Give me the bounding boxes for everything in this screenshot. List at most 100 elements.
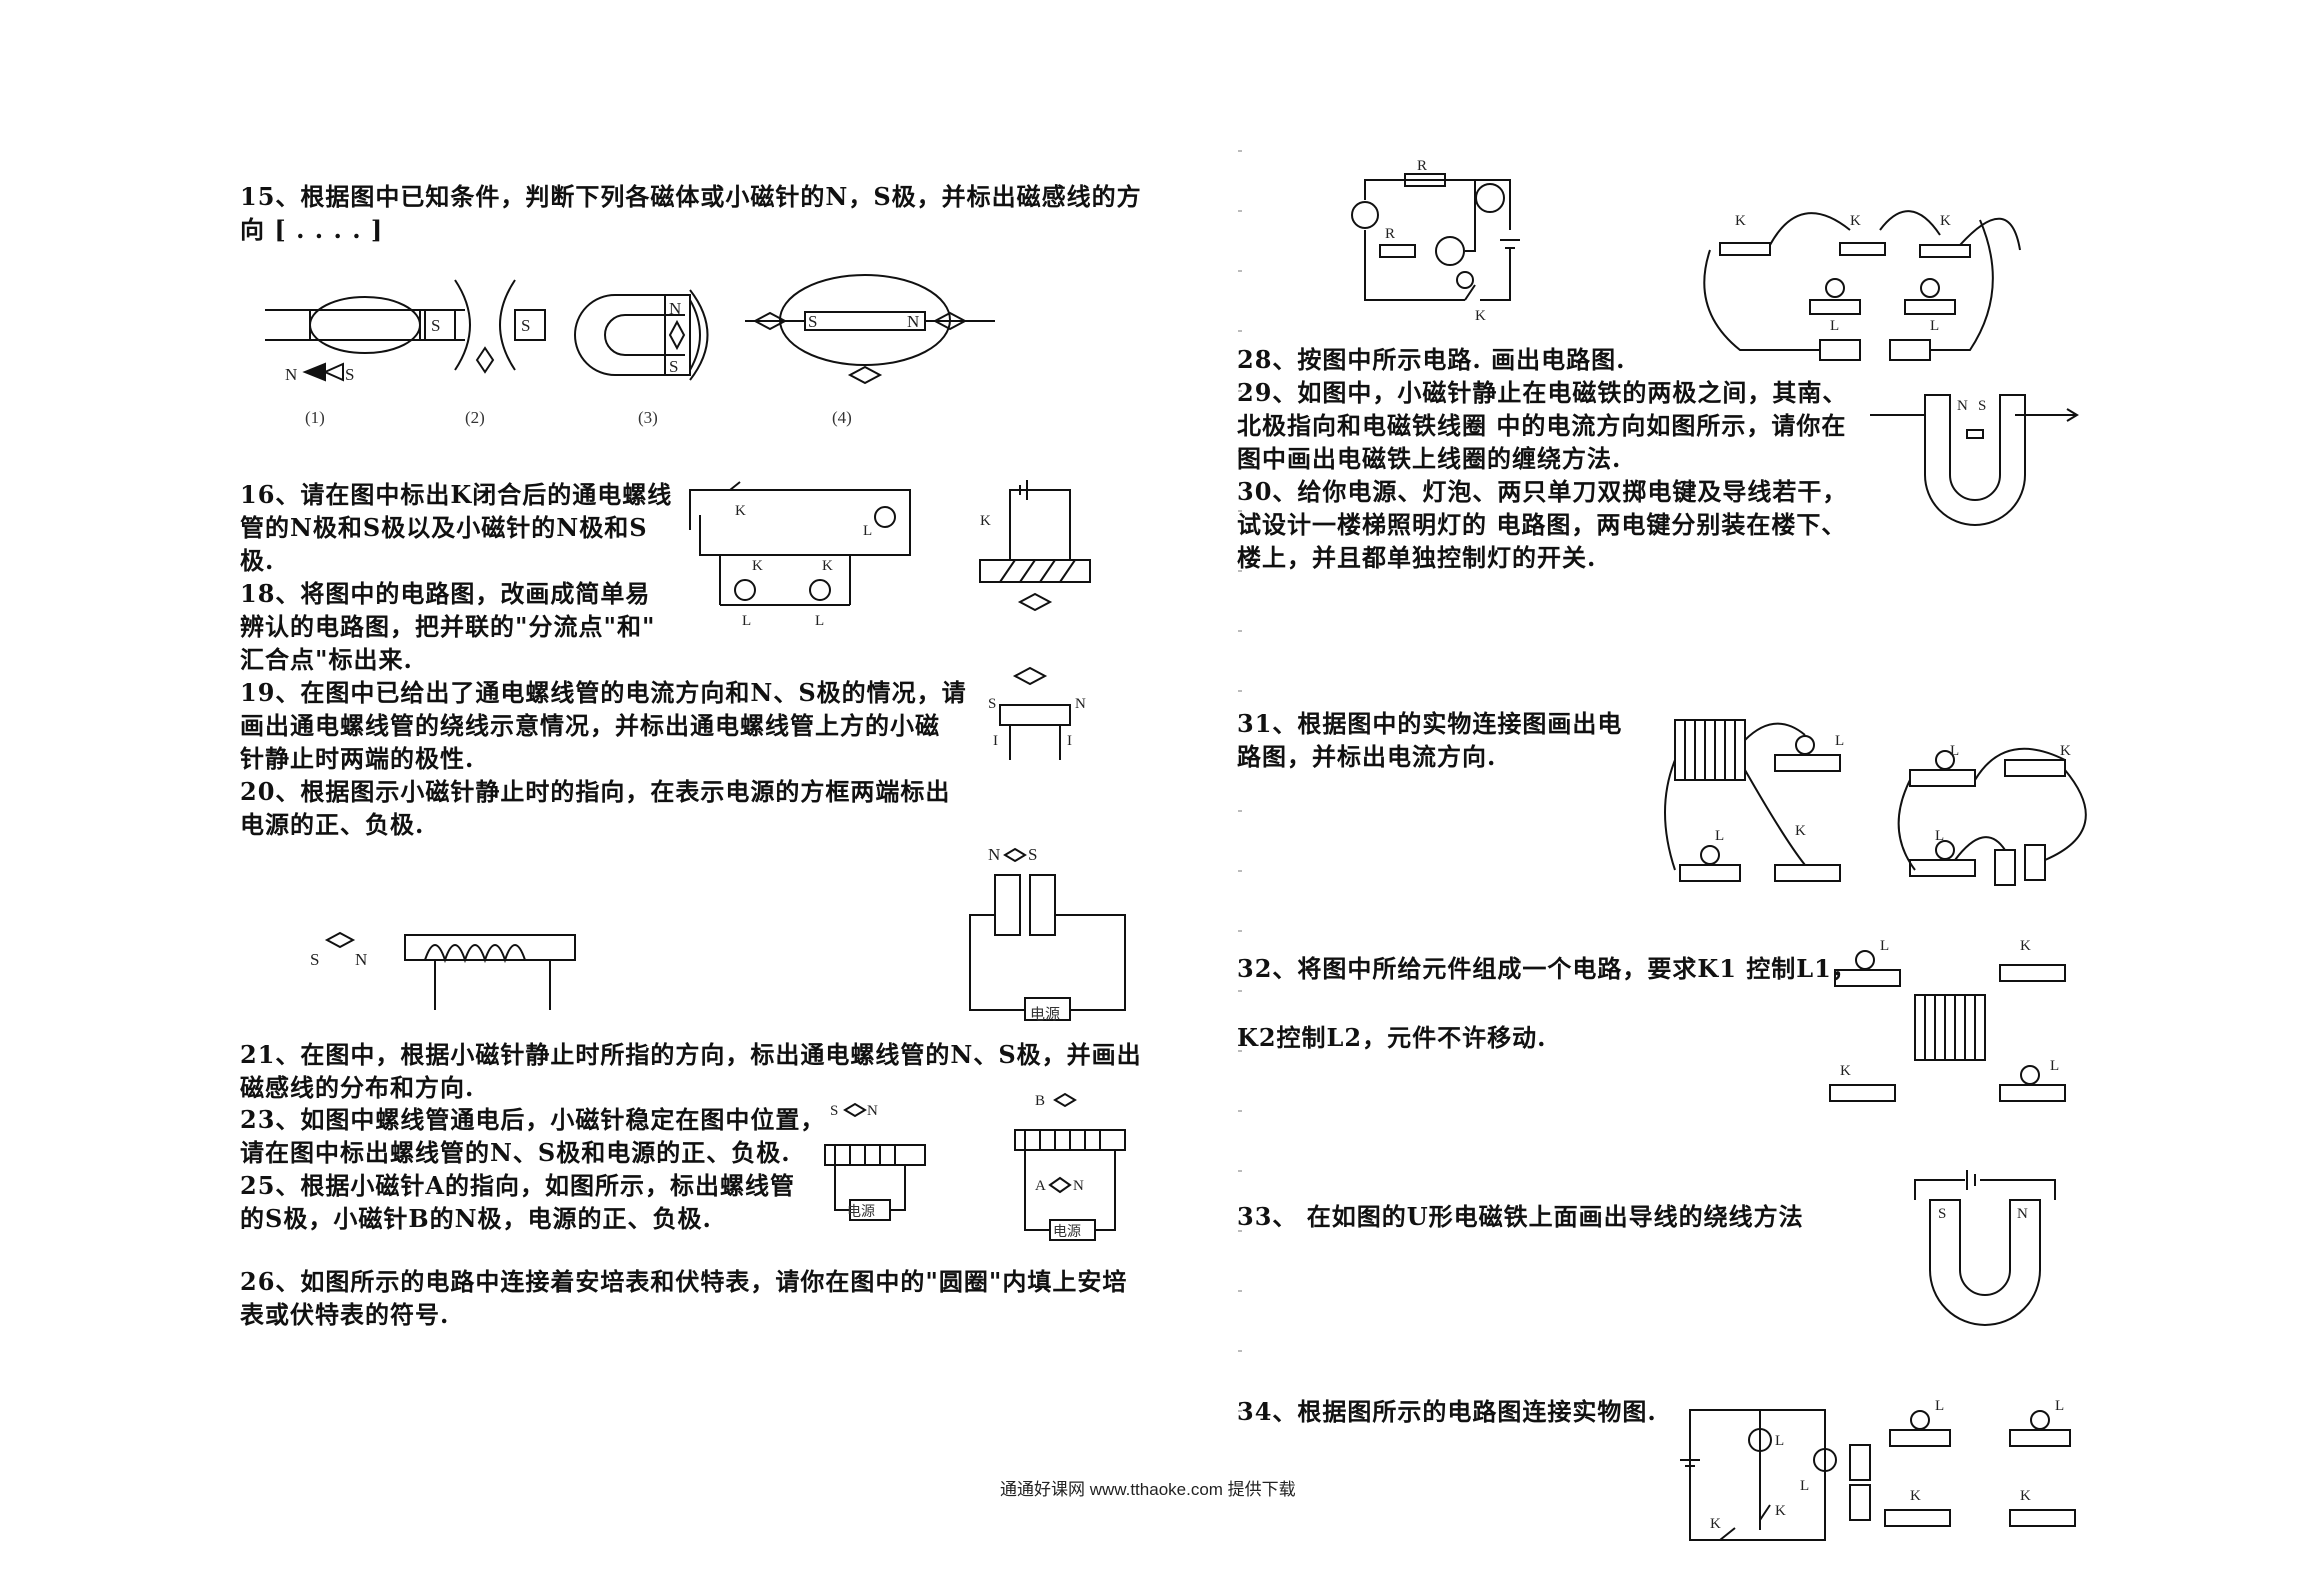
svg-text:S: S — [669, 357, 678, 376]
question-32-cont: K2控制L2，元件不许移动. — [1237, 1023, 1547, 1052]
caption-fig2: (2) — [465, 408, 485, 427]
svg-text:S: S — [521, 316, 530, 335]
figure-3-horseshoe-magnet: N S — [574, 289, 709, 381]
power-label-q25: 电源 — [1053, 1225, 1081, 1240]
column-divider — [1238, 150, 1242, 1450]
svg-text:N: N — [285, 365, 297, 384]
svg-text:L: L — [1880, 938, 1889, 954]
svg-text:L: L — [1930, 318, 1939, 334]
svg-text:S: S — [830, 1103, 838, 1119]
question-30: 30、给你电源、灯泡、两只单刀双掷电键及导线若干， 试设计一楼梯照明灯的 电路图… — [1237, 477, 1848, 572]
solenoid-q23: S N — [824, 1102, 926, 1221]
svg-text:N: N — [1073, 1178, 1084, 1194]
svg-text:L: L — [1835, 733, 1844, 749]
question-28: 28、按图中所示电路. 画出电路图. — [1237, 345, 1626, 374]
svg-text:K: K — [1850, 213, 1861, 229]
svg-text:A: A — [1035, 1178, 1046, 1194]
power-label-q20: 电源 — [1030, 1007, 1061, 1023]
question-18: 18、将图中的电路图，改画成简单易 辨认的电路图，把并联的"分流点"和" 汇合点… — [240, 579, 656, 674]
electromagnet-q20: N S — [969, 845, 1126, 1021]
svg-text:K: K — [735, 503, 746, 519]
svg-text:N: N — [2017, 1206, 2028, 1222]
components-q32: L K K L — [1829, 938, 2066, 1102]
figure-4-bar-magnet: S N — [745, 274, 995, 385]
power-label-q23: 电源 — [847, 1205, 875, 1220]
svg-text:L: L — [1800, 1478, 1809, 1494]
caption-fig1: (1) — [305, 408, 325, 427]
svg-text:S: S — [1028, 845, 1037, 864]
question-19: 19、在图中已给出了通电螺线管的电流方向和N、S极的情况，请 画出通电螺线管的绕… — [240, 678, 967, 773]
svg-text:N: N — [988, 845, 1000, 864]
question-15: 15、根据图中已知条件，判断下列各磁体或小磁针的N，S极，并标出磁感线的方 向 … — [240, 182, 1142, 244]
caption-fig4: (4) — [832, 408, 852, 427]
svg-text:L: L — [863, 523, 872, 539]
circuit-q28-physical: K K K L L — [1703, 210, 2021, 361]
svg-text:S: S — [431, 316, 440, 335]
svg-text:S: S — [988, 696, 996, 712]
caption-fig3: (3) — [638, 408, 658, 427]
svg-text:S: S — [1938, 1206, 1946, 1222]
footer: 通通好课网 www.tthaoke.com 提供下载 — [1000, 1480, 1296, 1499]
svg-text:S: S — [345, 365, 354, 384]
svg-text:K: K — [752, 558, 763, 574]
question-31: 31、根据图中的实物连接图画出电 路图，并标出电流方向. — [1237, 709, 1623, 771]
svg-text:K: K — [2020, 1488, 2031, 1504]
svg-text:K: K — [1475, 308, 1486, 324]
svg-text:L: L — [1775, 1433, 1784, 1449]
figure-2-facing-magnets: S S — [424, 279, 546, 374]
svg-text:K: K — [1840, 1063, 1851, 1079]
question-23: 23、如图中螺线管通电后，小磁针稳定在图中位置， 请在图中标出螺线管的N、S极和… — [240, 1105, 826, 1167]
svg-text:I: I — [993, 733, 998, 749]
svg-text:L: L — [1935, 1398, 1944, 1414]
physical-circuit-q31: L L K L K L — [1664, 719, 2087, 886]
svg-text:K: K — [980, 513, 991, 529]
svg-text:K: K — [1910, 1488, 1921, 1504]
circuit-q28-schematic: R R K — [1351, 158, 1520, 324]
svg-text:L: L — [1715, 828, 1724, 844]
svg-text:S: S — [808, 312, 817, 331]
svg-text:L: L — [742, 613, 751, 629]
svg-text:N: N — [669, 299, 681, 318]
svg-text:R: R — [1417, 158, 1427, 174]
question-34: 34、根据图所示的电路图连接实物图. — [1237, 1397, 1657, 1426]
svg-text:K: K — [1735, 213, 1746, 229]
svg-text:I: I — [1067, 733, 1072, 749]
magnet-figures-q15: N S S S N S S N — [265, 274, 995, 385]
svg-text:L: L — [815, 613, 824, 629]
question-33: 33、 在如图的U形电磁铁上面画出导线的绕线方法 — [1237, 1202, 1804, 1231]
svg-text:K: K — [2020, 938, 2031, 954]
figure-1-two-magnets: N S — [265, 296, 465, 384]
question-26: 26、如图所示的电路中连接着安培表和伏特表，请你在图中的"圆圈"内填上安培 表或… — [240, 1267, 1128, 1329]
question-32: 32、将图中所给元件组成一个电路，要求K1 控制L1， — [1237, 954, 1857, 983]
question-16: 16、请在图中标出K闭合后的通电螺线 管的N极和S极以及小磁针的N极和S 极. — [240, 480, 673, 575]
svg-text:N: N — [1075, 696, 1086, 712]
svg-text:S: S — [310, 950, 319, 969]
svg-text:K: K — [1710, 1516, 1721, 1532]
svg-text:N: N — [1957, 398, 1968, 414]
question-29: 29、如图中，小磁针静止在电磁铁的两极之间，其南、 北极指向和电磁铁线圈 中的电… — [1237, 378, 1848, 473]
svg-text:B: B — [1035, 1093, 1045, 1109]
svg-text:N: N — [867, 1103, 878, 1119]
svg-text:L: L — [2050, 1058, 2059, 1074]
svg-text:K: K — [2060, 743, 2071, 759]
svg-text:K: K — [1775, 1503, 1786, 1519]
question-20: 20、根据图示小磁针静止时的指向，在表示电源的方框两端标出 电源的正、负极. — [240, 777, 951, 839]
solenoid-q25: B A N — [1014, 1092, 1126, 1241]
svg-text:N: N — [907, 312, 919, 331]
question-21: 21、在图中，根据小磁针静止时所指的方向，标出通电螺线管的N、S极，并画出 磁感… — [240, 1040, 1142, 1102]
svg-text:R: R — [1385, 226, 1395, 242]
svg-text:S: S — [1978, 398, 1986, 414]
svg-text:K: K — [1795, 823, 1806, 839]
svg-text:L: L — [1935, 828, 1944, 844]
solenoid-q20: S N — [310, 931, 576, 1010]
svg-text:L: L — [2055, 1398, 2064, 1414]
svg-text:K: K — [1940, 213, 1951, 229]
svg-text:K: K — [822, 558, 833, 574]
svg-text:N: N — [355, 950, 367, 969]
question-25: 25、根据小磁针A的指向，如图所示，标出螺线管 的S极，小磁针B的N极，电源的正… — [240, 1171, 796, 1233]
svg-text:L: L — [1830, 318, 1839, 334]
circuit-q18: K K K L L L — [689, 481, 911, 629]
solenoid-q16: K — [979, 480, 1091, 612]
